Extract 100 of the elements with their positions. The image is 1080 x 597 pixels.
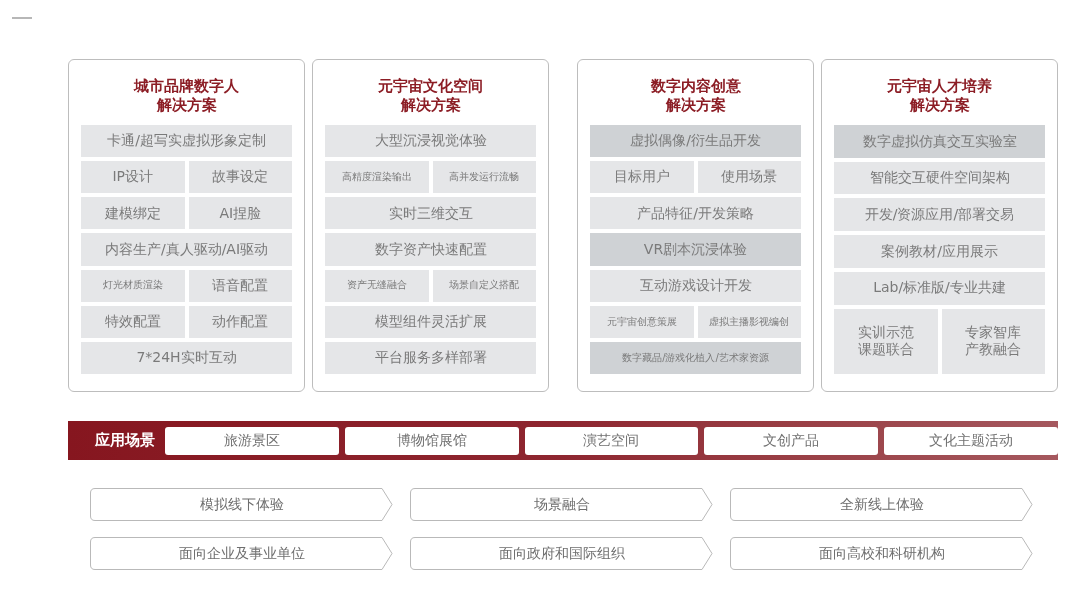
cell-label: 模型组件灵活扩展 [374,313,487,331]
feature-cell [188,305,292,338]
solution-panel [312,59,549,392]
scenario-tag [344,426,519,455]
tag-label: 演艺空间 [583,431,640,450]
scenario-band [68,421,1058,460]
feature-cell [697,161,801,194]
banner-label: 模拟线下体验 [199,495,284,514]
feature-cell [590,197,801,230]
feature-cell [81,269,185,302]
feature-cell [325,161,429,194]
cell-label: IP设计 [112,168,154,186]
chevron-banner [730,488,1033,521]
panel-heading: 数字内容创意解决方案 [649,77,742,115]
cell-label: 灯光材质渲染 [102,279,163,292]
banner-label: 面向政府和国际组织 [498,544,625,563]
cell-label: 专家智库产教融合 [964,323,1023,359]
solution-panel [577,59,814,392]
cell-label: VR剧本沉浸体验 [643,240,748,259]
panel-heading: 元宇宙文化空间解决方案 [377,77,484,115]
feature-cell [834,235,1045,268]
cell-label: AI捏脸 [219,204,262,223]
cell-label: 元宇宙创意策展 [606,315,677,328]
feature-cell [325,305,536,338]
cell-label: 开发/资源应用/部署交易 [864,206,1015,224]
cell-label: Lab/标准版/专业共建 [873,279,1006,297]
feature-cell [325,341,536,374]
feature-cell [590,341,801,374]
feature-cell [81,161,185,194]
cell-label: 卡通/超写实虚拟形象定制 [107,132,266,150]
chevron-banner [90,488,393,521]
banner-label: 全新线上体验 [839,495,924,514]
cell-label: 动作配置 [212,313,269,331]
feature-cell [81,341,292,374]
cell-label: 资产无缝融合 [346,279,407,292]
feature-cell [432,161,536,194]
feature-cell [590,305,694,338]
cell-label: 产品特征/开发策略 [637,204,754,223]
banner-label: 面向高校和科研机构 [818,544,945,563]
chevron-banner [410,488,713,521]
cell-label: 使用场景 [721,168,778,186]
cell-label: 建模绑定 [104,204,161,223]
cell-label: 智能交互硬件空间架构 [869,169,1010,187]
feature-cell [188,161,292,194]
feature-cell [325,233,536,266]
scenario-tag [524,426,699,455]
cell-label: 高并发运行流畅 [449,170,520,184]
feature-cell [590,125,801,158]
cell-label: 实时三维交互 [388,204,473,223]
cell-label: 场景自定义搭配 [449,279,520,292]
cell-label: 虚拟偶像/衍生品开发 [630,132,761,150]
feature-cell [325,197,536,230]
cell-label: 大型沉浸视觉体验 [374,132,487,150]
cell-label: 平台服务多样部署 [374,349,487,367]
cell-label: 案例教材/应用展示 [881,242,998,261]
cell-label: 数字虚拟仿真交互实验室 [862,132,1017,151]
tag-label: 文创产品 [763,431,820,450]
cell-label: 互动游戏设计开发 [639,276,752,295]
cell-label: 7*24H实时互动 [136,349,237,367]
cell-label: 数字资产快速配置 [374,240,487,259]
cell-label: 故事设定 [212,168,269,186]
banner-label: 场景融合 [533,495,590,514]
feature-cell [432,269,536,302]
cell-label: 数字藏品/游戏化植入/艺术家资源 [622,351,769,365]
chevron-banner [730,537,1033,570]
scenario-tag [884,426,1058,455]
tag-label: 文化主题活动 [929,431,1014,450]
feature-cell [81,233,292,266]
cell-label: 内容生产/真人驱动/AI驱动 [104,240,269,259]
scenario-tag [165,426,339,455]
feature-cell [325,125,536,158]
feature-cell [834,125,1045,158]
banner-label: 面向企业及事业单位 [178,544,305,563]
tag-label: 博物馆展馆 [396,431,467,450]
cell-label: 虚拟主播影视编创 [709,315,790,328]
feature-cell [941,308,1045,374]
cell-label: 高精度渲染输出 [341,170,412,184]
band-heading: 应用场景 [95,430,156,452]
solution-panel [821,59,1058,392]
feature-cell [834,161,1045,195]
feature-cell [697,305,801,338]
feature-cell [834,198,1045,232]
chevron-banner [90,537,393,570]
tag-label: 旅游景区 [223,431,280,450]
cell-label: 目标用户 [613,168,670,186]
panel-heading: 元宇宙人才培养解决方案 [886,77,993,115]
solution-panel [68,59,305,392]
cell-label: 语音配置 [212,276,269,295]
feature-cell [834,308,938,374]
feature-cell [590,233,801,266]
feature-cell [81,125,292,158]
feature-cell [834,271,1045,305]
feature-cell [325,269,429,302]
feature-cell [81,305,185,338]
feature-cell [590,161,694,194]
cell-label: 特效配置 [104,313,161,331]
cell-label: 实训示范课题联合 [856,323,915,359]
scenario-tag [704,426,879,455]
panel-heading: 城市品牌数字人解决方案 [132,77,240,115]
feature-cell [188,197,292,230]
